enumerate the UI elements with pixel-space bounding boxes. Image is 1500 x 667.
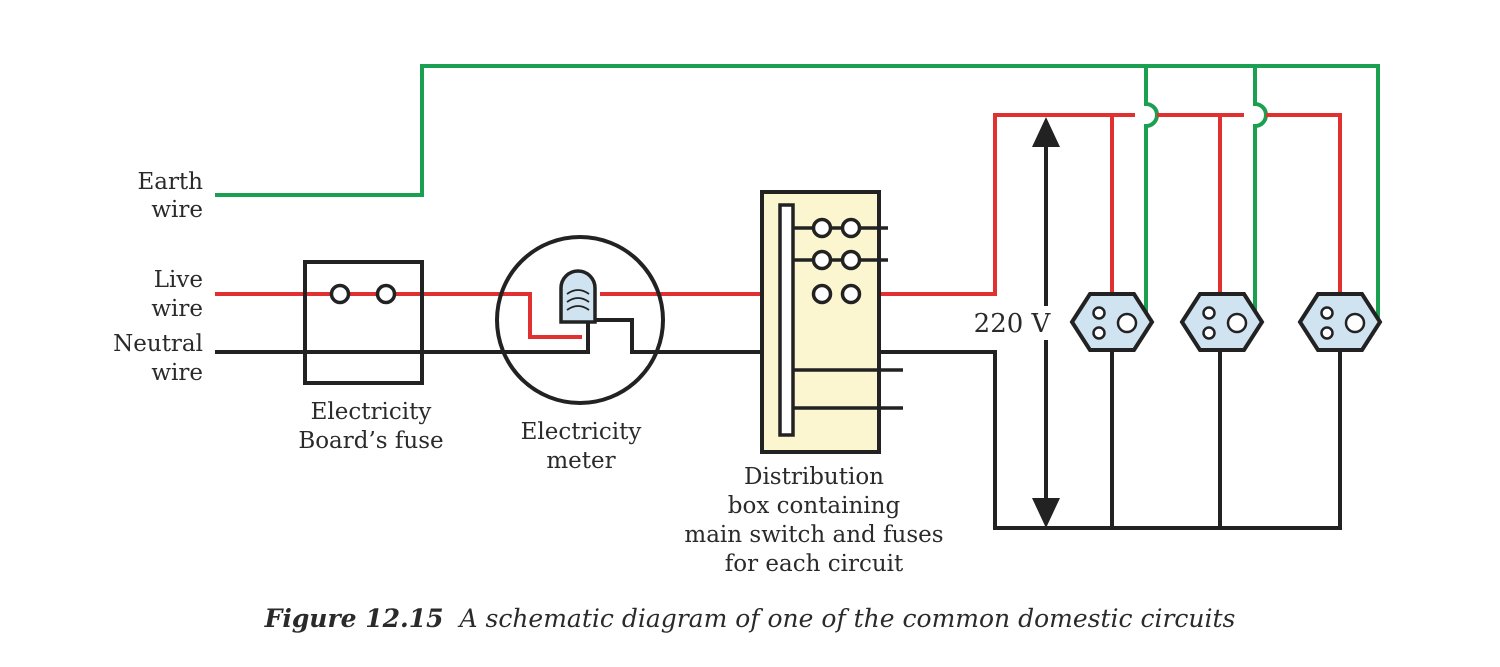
fuse-terminal-right — [375, 283, 397, 305]
socket-icon — [1179, 292, 1265, 352]
figure-caption-text: A schematic diagram of one of the common… — [459, 604, 1236, 633]
distribution-label-line2: box containing — [728, 493, 901, 519]
neutral-wire-label-line2: wire — [151, 360, 203, 386]
earth-wire-label-line2: wire — [151, 197, 203, 223]
fuse-label-line1: Electricity — [311, 399, 432, 425]
distribution-fuses — [811, 217, 862, 305]
voltage-label: 220 V — [974, 309, 1052, 339]
live-wire-label-line1: Live — [154, 267, 203, 293]
socket-icon — [1297, 292, 1383, 352]
meter-dial-icon — [559, 269, 597, 324]
earth-wire-label-line1: Earth — [137, 169, 203, 195]
distribution-label-line3: main switch and fuses — [684, 522, 943, 548]
neutral-wire-label-line1: Neutral — [113, 331, 203, 357]
socket-icon — [1069, 292, 1155, 352]
fuse-box — [303, 260, 424, 385]
live-wire — [215, 113, 1342, 339]
figure-number: Figure 12.15 — [264, 604, 444, 633]
neutral-wire — [215, 318, 1342, 530]
fuse-label-line2: Board’s fuse — [298, 428, 443, 454]
distribution-label-line1: Distribution — [744, 464, 884, 490]
distribution-label-line4: for each circuit — [725, 551, 904, 577]
earth-wire — [215, 64, 1380, 320]
main-switch-bar — [778, 203, 795, 437]
meter-label-line2: meter — [546, 448, 615, 474]
fuse-terminal-left — [329, 283, 351, 305]
electricity-meter — [495, 235, 665, 405]
live-wire-label-line2: wire — [151, 296, 203, 322]
meter-label-line1: Electricity — [521, 419, 642, 445]
distribution-box — [760, 190, 903, 454]
figure-caption: Figure 12.15 A schematic diagram of one … — [0, 604, 1500, 633]
